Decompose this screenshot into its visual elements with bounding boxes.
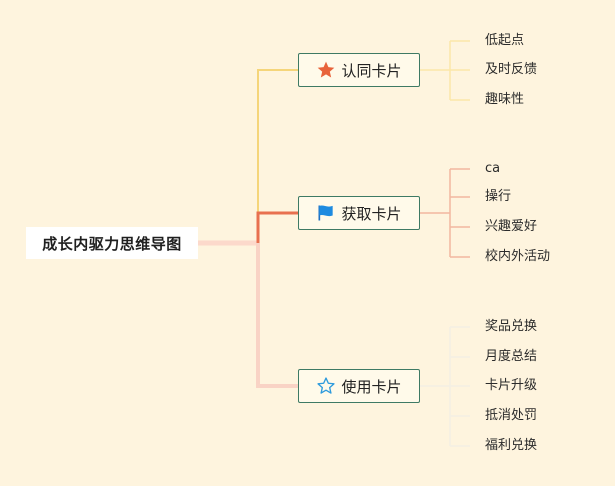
leaf-low-starting-point[interactable]: 低起点: [485, 33, 525, 48]
leaf-connector-2: [420, 168, 470, 258]
branch-connector-1: [257, 69, 298, 243]
leaf-timely-feedback[interactable]: 及时反馈: [485, 62, 538, 77]
flag-icon: [316, 203, 336, 223]
star-outline-icon: [316, 376, 336, 396]
leaf-card-upgrade[interactable]: 卡片升级: [485, 378, 538, 393]
leaf-hobbies[interactable]: 兴趣爱好: [485, 219, 538, 234]
branch-connector-2: [256, 211, 298, 243]
leaf-prize-exchange[interactable]: 奖品兑换: [485, 319, 538, 334]
leaf-activities[interactable]: 校内外活动: [485, 249, 551, 264]
branch-label: 获取卡片: [341, 204, 402, 223]
leaf-monthly-summary[interactable]: 月度总结: [485, 349, 538, 364]
leaf-offset-punishment[interactable]: 抵消处罚: [485, 408, 538, 423]
leaf-connector-1: [420, 40, 470, 101]
branch-label: 认同卡片: [341, 61, 402, 80]
leaf-connector-3: [420, 326, 470, 447]
branch-node-use-card[interactable]: 使用卡片: [298, 369, 420, 403]
leaf-benefit-exchange[interactable]: 福利兑换: [485, 438, 538, 453]
root-node[interactable]: 成长内驱力思维导图: [26, 227, 198, 259]
star-icon: [316, 60, 336, 80]
leaf-conduct[interactable]: 操行: [485, 189, 512, 204]
leaf-ca[interactable]: ca: [485, 161, 501, 176]
branch-label: 使用卡片: [341, 377, 402, 396]
branch-connector-3: [256, 243, 298, 388]
branch-node-get-card[interactable]: 获取卡片: [298, 196, 420, 230]
branch-node-recognition-card[interactable]: 认同卡片: [298, 53, 420, 87]
leaf-fun[interactable]: 趣味性: [485, 92, 525, 107]
